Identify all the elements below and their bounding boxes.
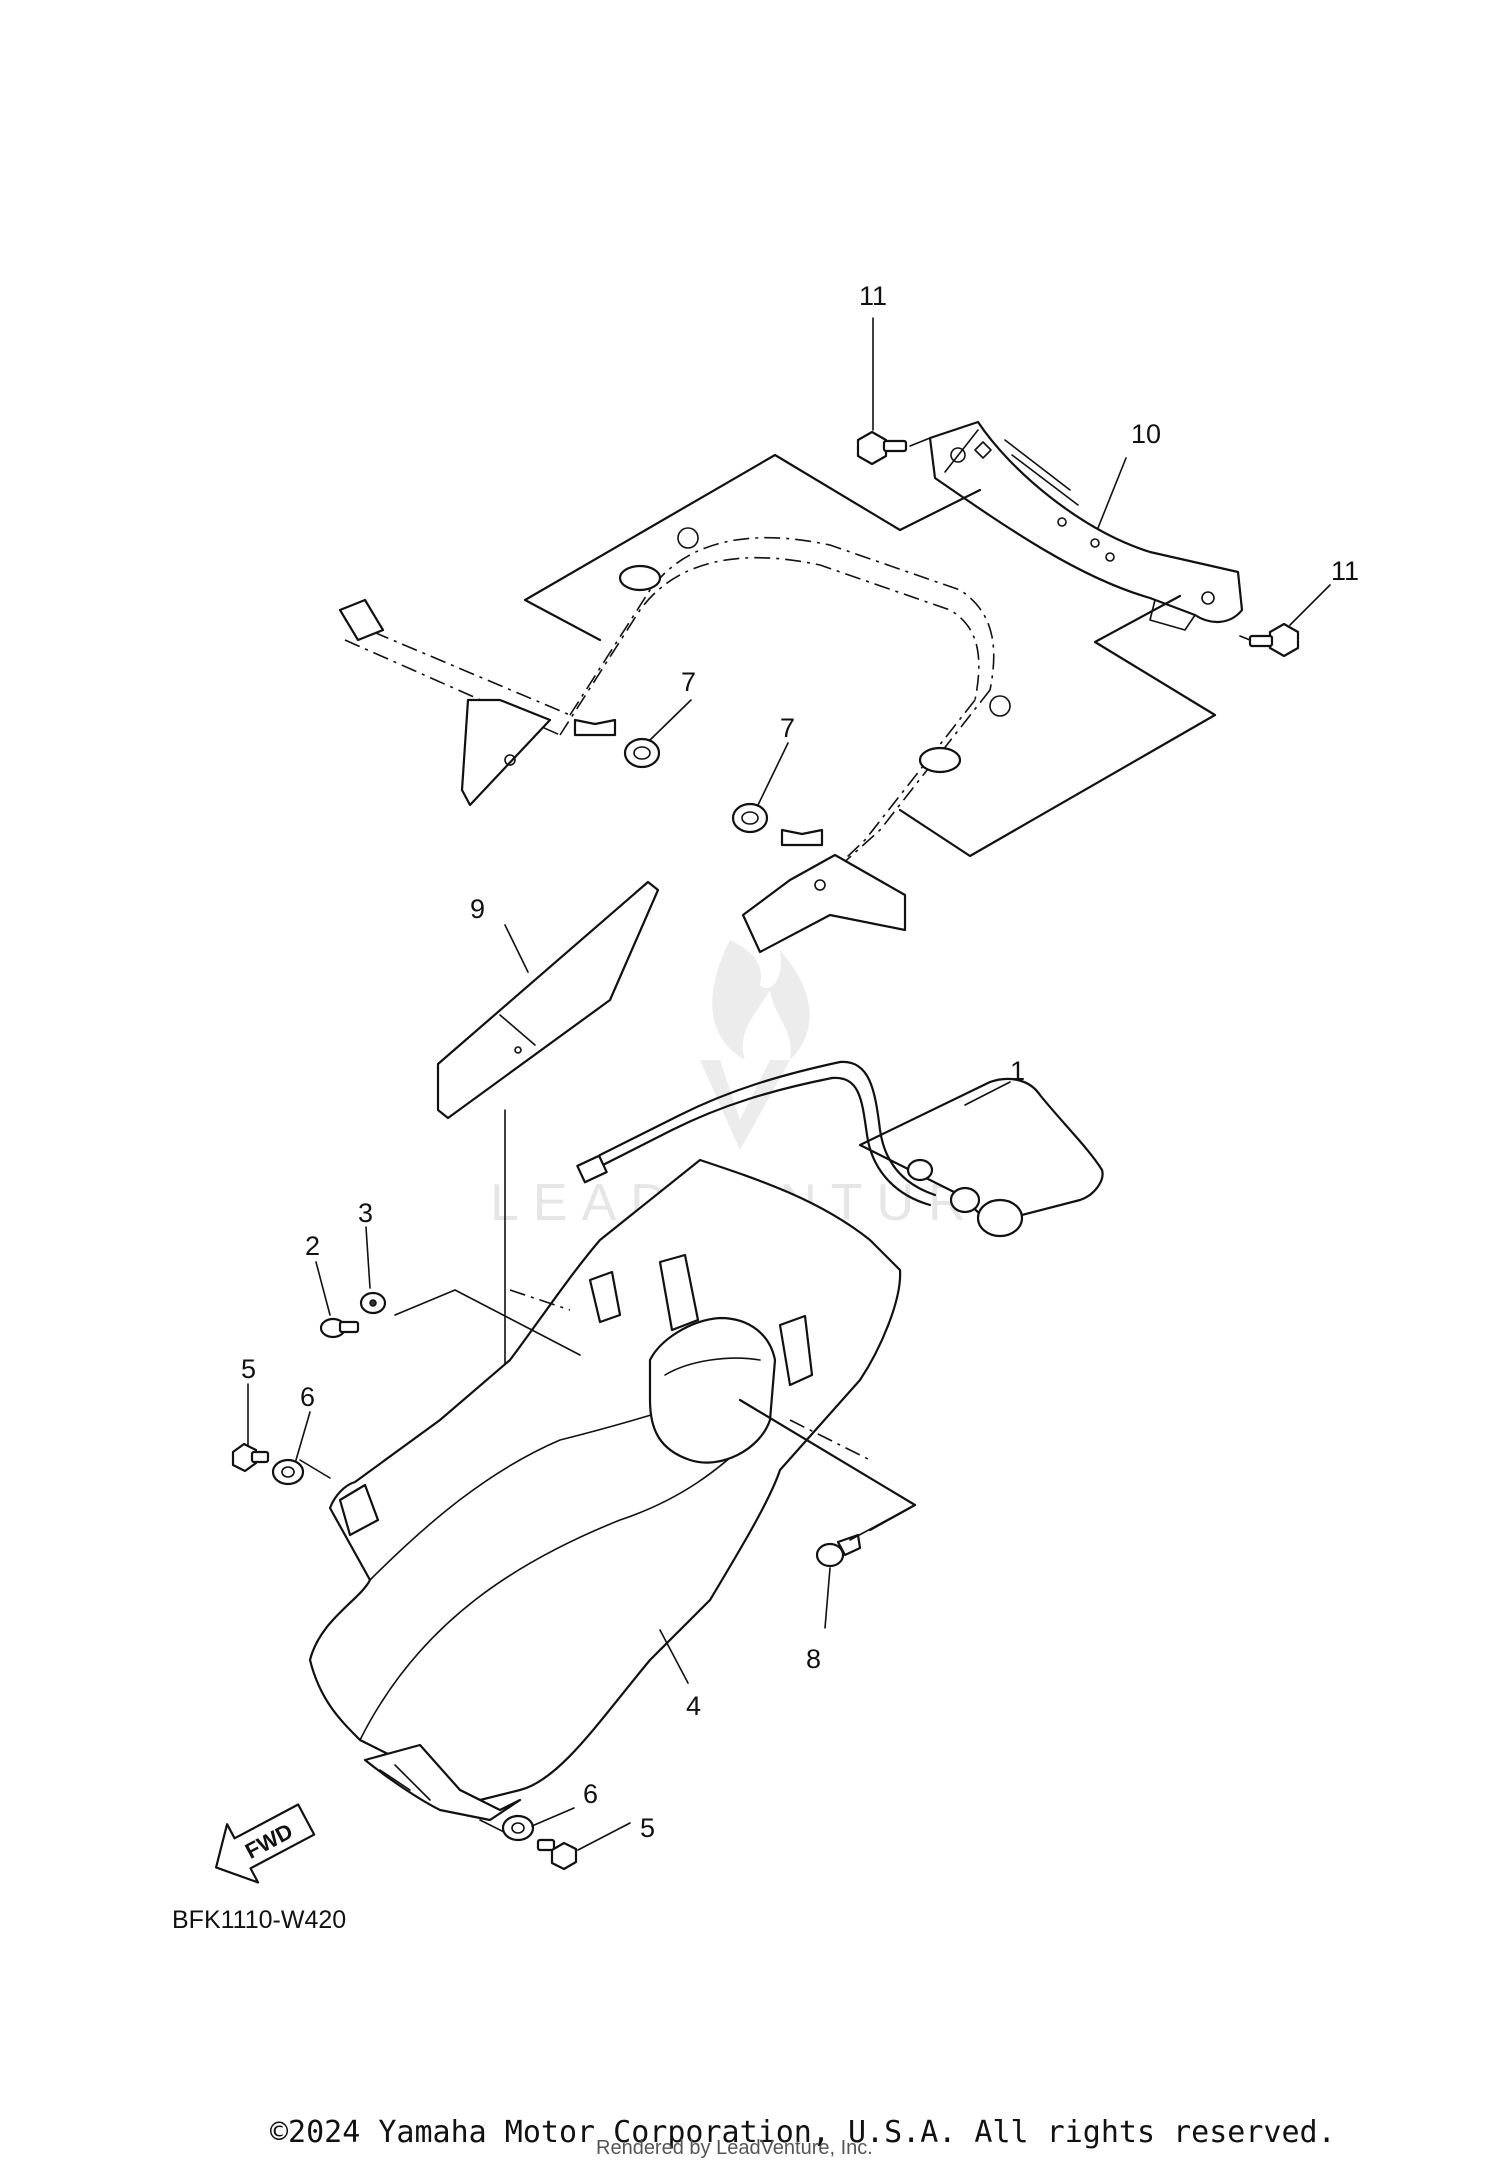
copyright-notice: ©2024 Yamaha Motor Corporation, U.S.A. A… — [270, 2115, 1336, 2150]
callout-7: 7 — [780, 713, 795, 743]
part-6-collar-lower — [501, 1814, 535, 1842]
part-7-grommet-left — [623, 737, 661, 769]
part-5-bolt-left — [231, 1442, 270, 1473]
leader-lines — [247, 317, 1331, 1851]
part-8-clip — [815, 1533, 862, 1568]
callout-6: 6 — [300, 1382, 315, 1412]
part-6-collar-left — [271, 1458, 305, 1486]
fwd-arrow: FWD — [214, 1803, 316, 1884]
diagram-code: BFK1110-W420 — [172, 1906, 346, 1934]
callout-8: 8 — [806, 1644, 821, 1674]
part-1-tail-light — [576, 1060, 1104, 1238]
rear-frame — [338, 527, 1011, 954]
callout-3: 3 — [358, 1198, 373, 1228]
callout-7: 7 — [681, 667, 696, 697]
callout-11: 11 — [1331, 556, 1359, 586]
part-5-bolt-lower — [536, 1838, 578, 1871]
callout-1: 1 — [1010, 1056, 1025, 1086]
bolt-11-upper — [856, 430, 908, 466]
callouts: 11 10 11 7 7 9 1 3 2 5 6 4 8 6 5 — [241, 281, 1359, 1843]
part-4-rear-fender — [308, 1158, 902, 1822]
callout-4: 4 — [686, 1691, 701, 1721]
part-7-grommet-right — [731, 802, 769, 834]
rendered-by-notice: Rendered by LeadVenture, Inc. — [596, 2137, 873, 2159]
callout-2: 2 — [305, 1231, 320, 1261]
callout-5: 5 — [640, 1813, 655, 1843]
bolt-11-right — [1248, 622, 1300, 658]
callout-9: 9 — [470, 894, 485, 924]
part-10-bracket — [928, 420, 1244, 631]
part-2-screw — [319, 1317, 360, 1339]
callout-5: 5 — [241, 1354, 256, 1384]
callout-11: 11 — [859, 281, 887, 311]
callout-10: 10 — [1131, 419, 1161, 449]
callout-6: 6 — [583, 1779, 598, 1809]
part-9-plate — [436, 880, 660, 1120]
part-3-washer — [359, 1291, 387, 1315]
